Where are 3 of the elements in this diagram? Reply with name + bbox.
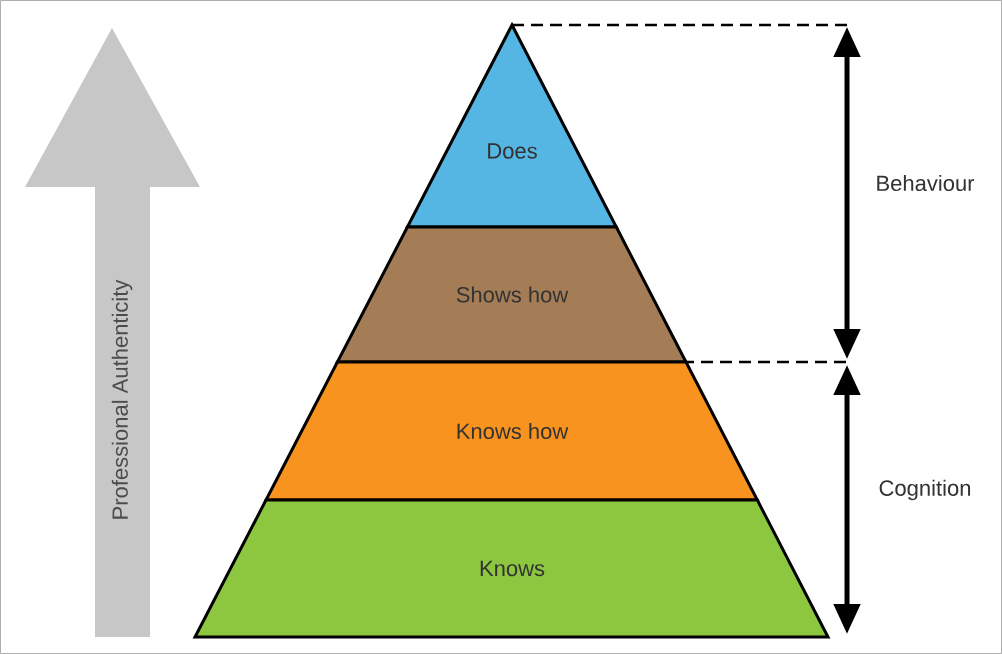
label: Behaviour bbox=[877, 174, 975, 192]
label: Professional Authenticity bbox=[111, 279, 133, 519]
label: Cognition bbox=[879, 479, 971, 501]
